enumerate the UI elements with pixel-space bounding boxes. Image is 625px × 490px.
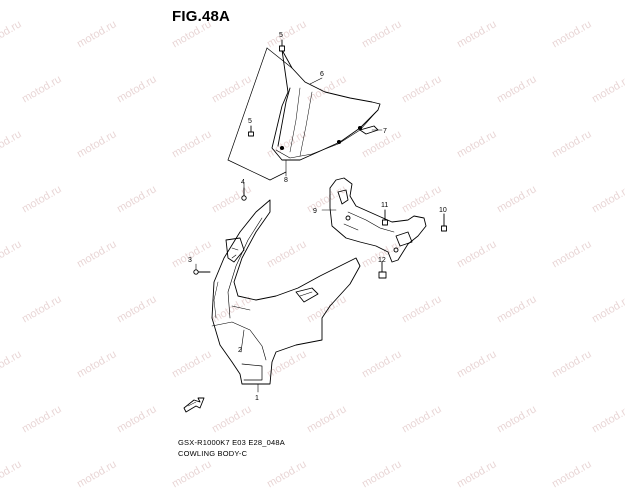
- windscreen: [271, 49, 381, 161]
- bolt-11: [382, 209, 388, 226]
- bolt-10: [441, 213, 447, 232]
- callout-2: 2: [238, 347, 242, 354]
- callout-7: 7: [383, 128, 387, 135]
- screw-5-lower: [248, 125, 254, 137]
- group-bracket-lines: [227, 47, 293, 181]
- figure-title: FIG.48A: [172, 8, 231, 25]
- callout-4: 4: [241, 179, 245, 186]
- callout-6: 6: [320, 71, 324, 78]
- callout-5-lower: 5: [248, 118, 252, 125]
- screw-5-upper: [279, 39, 285, 52]
- callout-12: 12: [378, 257, 386, 264]
- callout-9: 9: [313, 208, 317, 215]
- callout-3: 3: [188, 257, 192, 264]
- callout-8: 8: [284, 177, 288, 184]
- callout-labels: 5 6 5 7 8 4 9 11 10 3 12 2 1: [188, 32, 447, 402]
- callout-10: 10: [439, 207, 447, 214]
- cowling-body: [211, 199, 361, 385]
- diagram-footer: GSX-R1000K7 E03 E28_048A COWLING BODY-C: [178, 437, 285, 459]
- screw-3: [193, 269, 211, 275]
- callout-5-upper: 5: [279, 32, 283, 39]
- cowling-bracket: [329, 177, 427, 263]
- leader-lines: [195, 77, 445, 393]
- callout-11: 11: [381, 202, 388, 209]
- forward-arrow-icon: [183, 397, 205, 413]
- screw-4: [241, 187, 247, 201]
- nut-12: [378, 261, 387, 279]
- diagram-caption: COWLING BODY-C: [178, 449, 248, 458]
- parts-diagram: 5 6 5 7 8 4 9 11 10 3 12 2 1: [183, 32, 447, 413]
- model-code: GSX-R1000K7 E03 E28_048A: [178, 438, 285, 447]
- callout-1: 1: [255, 395, 259, 402]
